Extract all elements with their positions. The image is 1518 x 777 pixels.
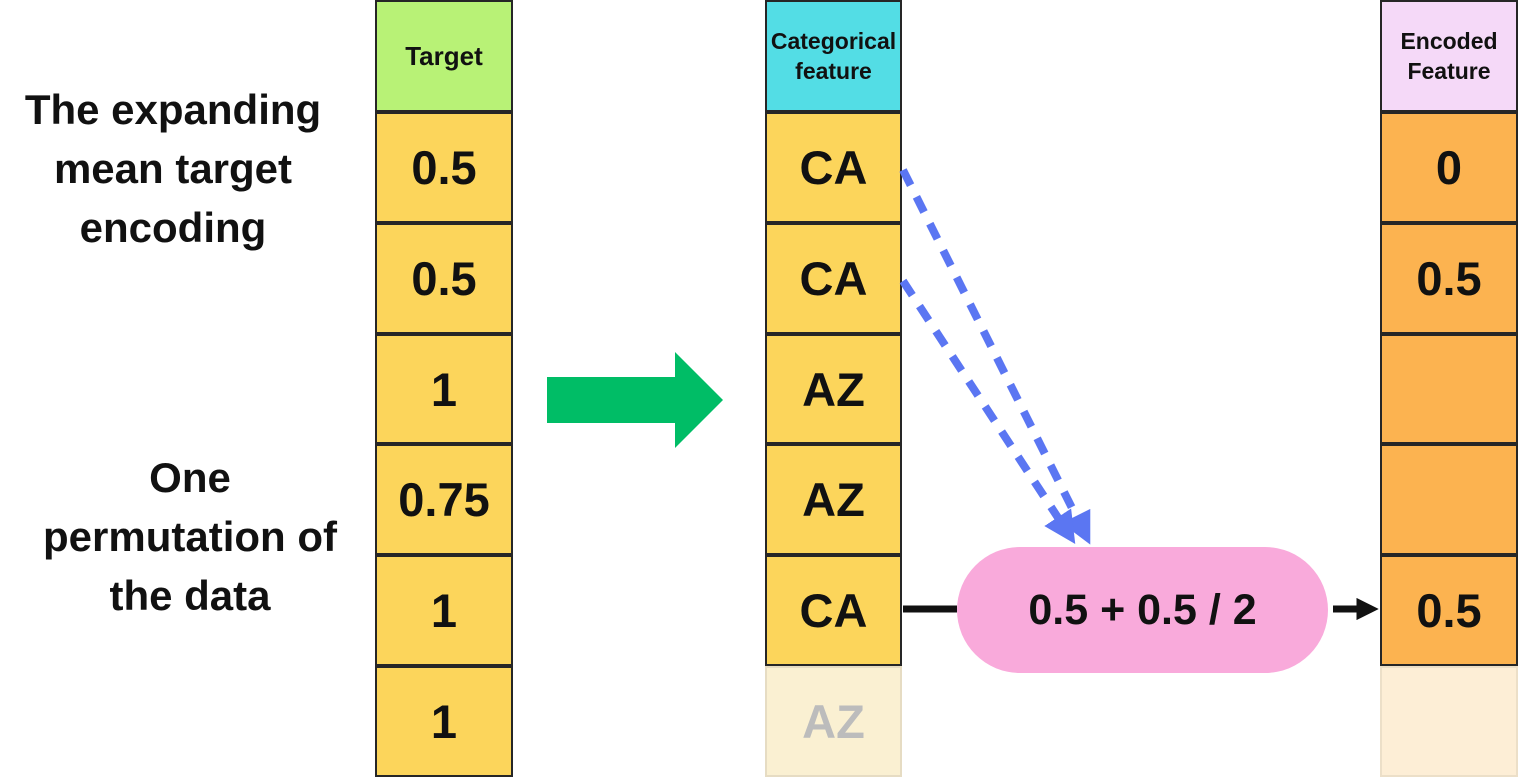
encoded-cell-4: [1380, 444, 1518, 556]
target-column-header: Target: [375, 0, 513, 112]
encoded-column-header: Encoded Feature: [1380, 0, 1518, 112]
categorical-cell-3: AZ: [765, 333, 902, 445]
target-cell-3: 1: [375, 333, 513, 445]
diagram-title: The expanding mean target encoding: [24, 86, 322, 251]
formula-box: 0.5 + 0.5 / 2: [957, 547, 1328, 673]
categorical-cell-2: CA: [765, 222, 902, 334]
encoded-cell-5: 0.5: [1380, 555, 1518, 667]
dashed-arrow-ca1-icon: [899, 168, 1091, 545]
target-cell-4: 0.75: [375, 444, 513, 556]
diagram-subtitle: One permutation of the data: [43, 454, 337, 619]
categorical-column-header: Categorical feature: [765, 0, 902, 112]
target-cell-5: 1: [375, 555, 513, 667]
target-cell-1: 0.5: [375, 112, 513, 223]
categorical-cell-4: AZ: [765, 444, 902, 556]
encoded-cell-1: 0: [1380, 112, 1518, 223]
target-column: Target 0.5 0.5 1 0.75 1 1: [375, 0, 513, 777]
target-cell-2: 0.5: [375, 222, 513, 334]
encoded-cell-6-faded: [1380, 666, 1518, 777]
encoded-cell-2: 0.5: [1380, 222, 1518, 334]
dashed-arrow-ca2-icon: [899, 278, 1076, 545]
encoded-cell-3: [1380, 333, 1518, 445]
target-cell-6: 1: [375, 666, 513, 777]
encoded-feature-column: Encoded Feature 0 0.5 0.5: [1380, 0, 1518, 777]
categorical-cell-1: CA: [765, 112, 902, 223]
green-block-arrow-icon: [547, 352, 723, 448]
categorical-feature-column: Categorical feature CA CA AZ AZ CA AZ: [765, 0, 902, 777]
categorical-cell-6-faded: AZ: [765, 666, 902, 777]
categorical-cell-5: CA: [765, 555, 902, 667]
